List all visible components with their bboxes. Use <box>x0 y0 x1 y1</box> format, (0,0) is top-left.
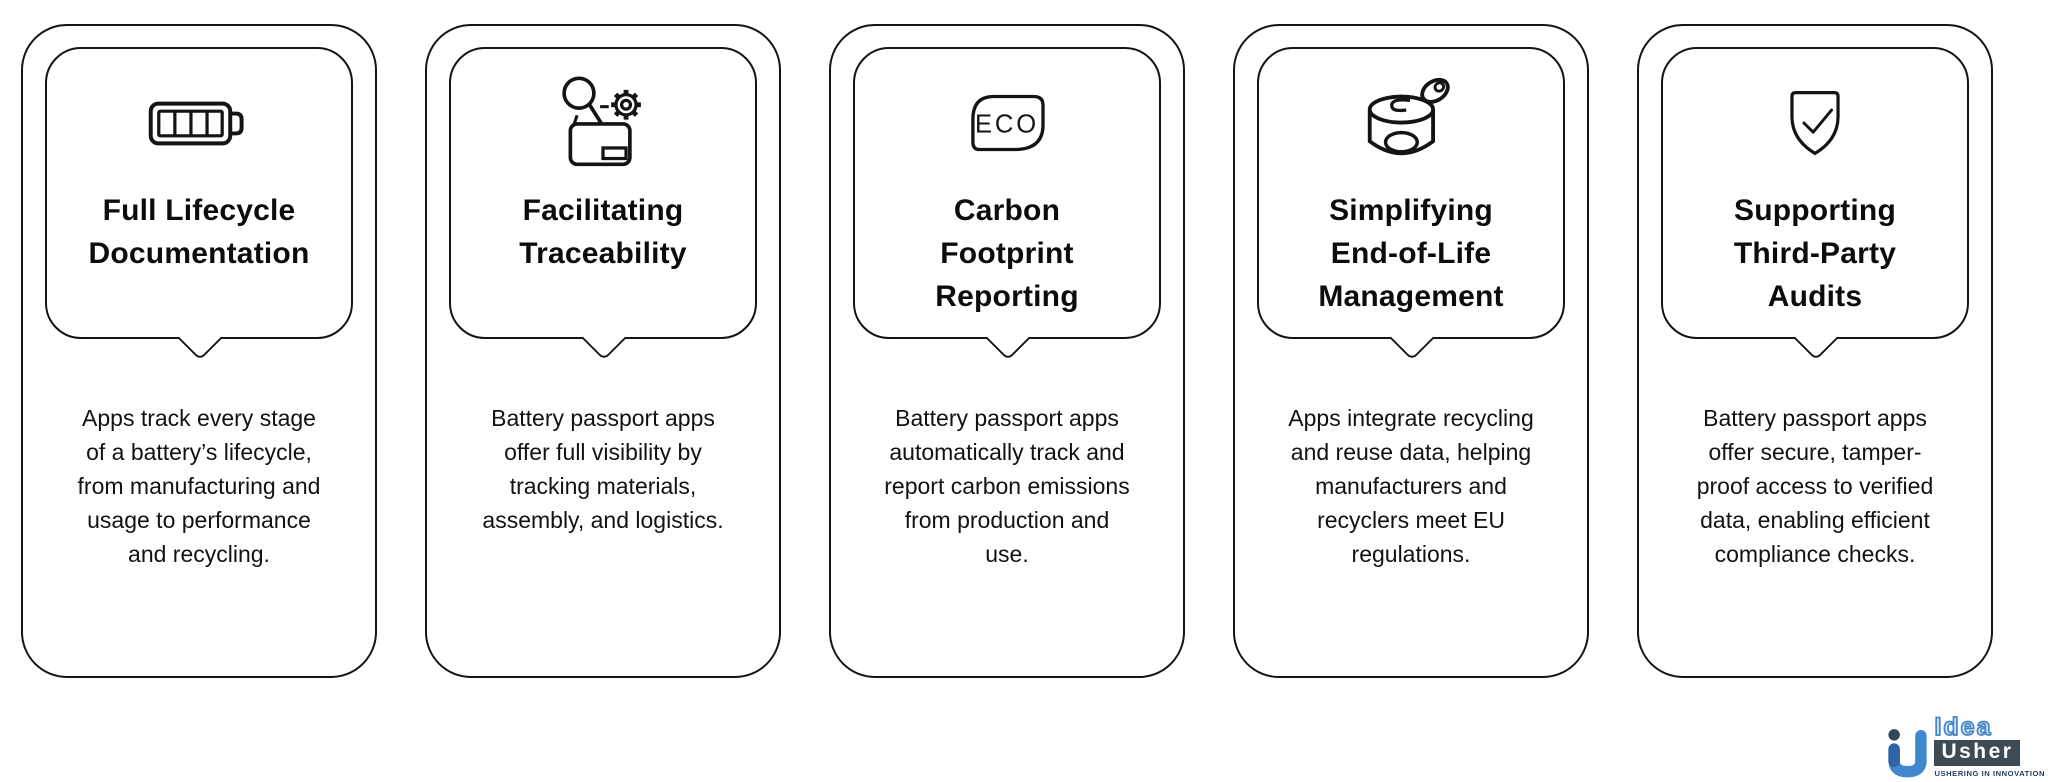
idea-usher-logo: Idea Usher USHERING IN INNOVATION <box>1886 713 2045 778</box>
card-description: Apps track every stage of a battery’s li… <box>77 405 321 567</box>
bubble-tail <box>1793 315 1839 361</box>
logo-brand-usher: Usher <box>1934 740 2021 766</box>
card-full-lifecycle-documentation: Full Lifecycle Documentation Apps track … <box>21 24 377 678</box>
card-carbon-footprint-reporting: ECO Carbon Footprint Reporting Battery p… <box>829 24 1185 678</box>
card-description: Battery passport apps automatically trac… <box>884 405 1130 567</box>
logo-text-block: Idea Usher USHERING IN INNOVATION <box>1934 713 2045 778</box>
icon-wrap <box>451 75 755 171</box>
bubble-tail <box>985 315 1031 361</box>
eco-badge-label: ECO <box>975 110 1039 138</box>
bubble-tail <box>1389 315 1435 361</box>
icon-wrap: ECO <box>855 75 1159 171</box>
title-bubble: Simplifying End-of-Life Management <box>1257 47 1565 361</box>
eco-badge-icon: ECO <box>971 94 1045 152</box>
title-bubble: Full Lifecycle Documentation <box>45 47 353 361</box>
title-bubble: Supporting Third-Party Audits <box>1661 47 1969 361</box>
icon-wrap <box>1663 75 1967 171</box>
logo-tagline: USHERING IN INNOVATION <box>1934 769 2045 778</box>
shield-check-icon <box>1790 90 1840 156</box>
icon-wrap <box>1259 75 1563 171</box>
feature-cards-row: Full Lifecycle Documentation Apps track … <box>21 24 1993 678</box>
bubble-tail <box>581 315 627 361</box>
card-title: Full Lifecycle Documentation <box>88 194 310 270</box>
title-bubble: ECO Carbon Footprint Reporting <box>853 47 1161 361</box>
card-description: Apps integrate recycling and reuse data,… <box>1288 405 1534 567</box>
traceability-search-gear-wallet-icon <box>562 76 641 167</box>
card-title: Supporting Third-Party Audits <box>1733 194 1897 313</box>
logo-brand-idea: Idea <box>1934 713 1993 741</box>
card-title: Simplifying End-of-Life Management <box>1318 194 1504 313</box>
bubble-tail <box>177 315 223 361</box>
card-title: Carbon Footprint Reporting <box>935 194 1079 313</box>
title-bubble: Facilitating Traceability <box>449 47 757 361</box>
card-simplifying-end-of-life-management: Simplifying End-of-Life Management Apps … <box>1233 24 1589 678</box>
card-title: Facilitating Traceability <box>519 194 687 270</box>
gear-icon <box>611 89 641 120</box>
idea-usher-logo-mark-icon <box>1888 729 1928 778</box>
battery-icon <box>148 101 244 145</box>
tin-can-icon <box>1367 77 1450 156</box>
card-description: Battery passport apps offer secure, tamp… <box>1696 405 1934 567</box>
card-facilitating-traceability: Facilitating Traceability Battery passpo… <box>425 24 781 678</box>
icon-wrap <box>47 75 351 171</box>
card-description: Battery passport apps offer full visibil… <box>482 405 724 533</box>
card-supporting-third-party-audits: Supporting Third-Party Audits Battery pa… <box>1637 24 1993 678</box>
